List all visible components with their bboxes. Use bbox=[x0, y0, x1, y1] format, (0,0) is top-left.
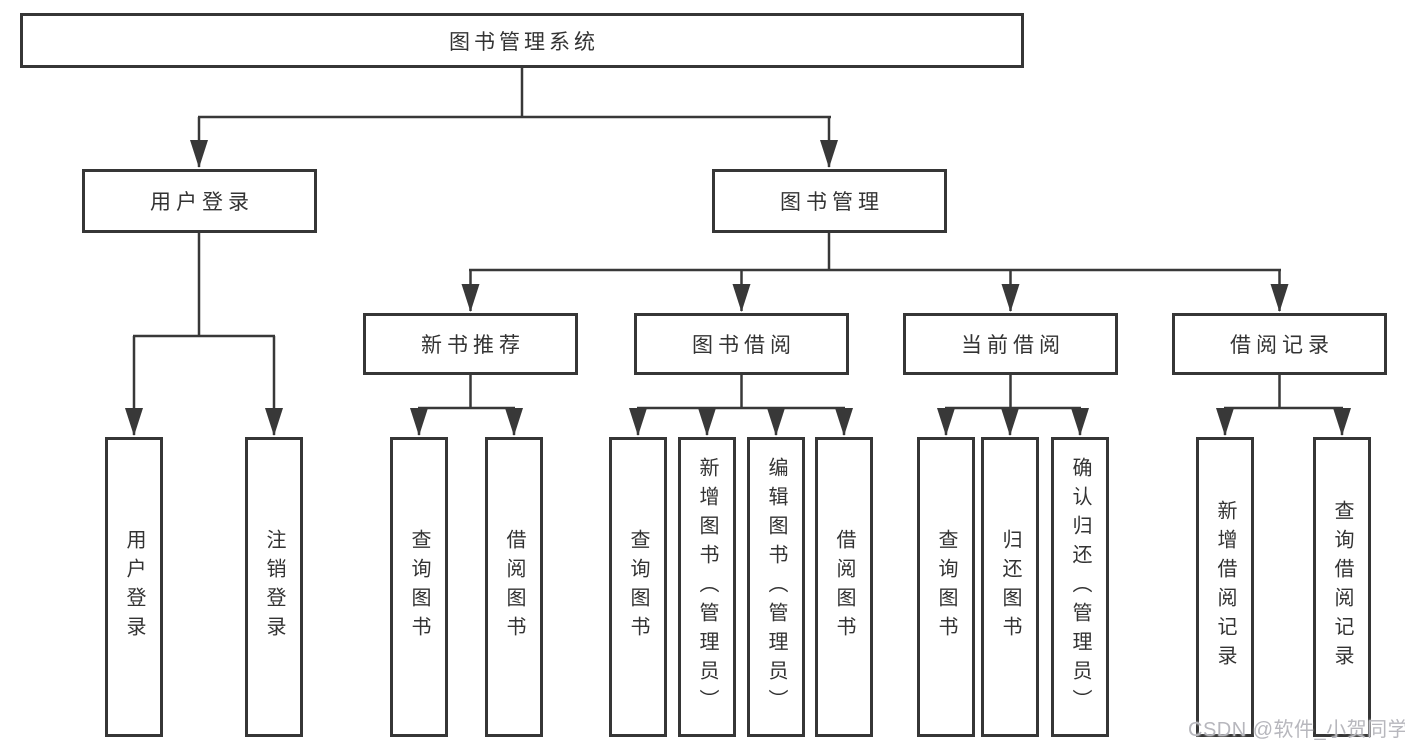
leaf-borrow-books: 借阅图书 bbox=[815, 437, 873, 737]
leaf-return-books: 归还图书 bbox=[981, 437, 1039, 737]
node-label: 图书管理 bbox=[780, 191, 884, 214]
node-book-borrow: 图书借阅 bbox=[634, 313, 849, 375]
leaf-logout: 注销登录 bbox=[245, 437, 303, 737]
node-label: 图书管理系统 bbox=[449, 30, 599, 54]
leaf-add-borrow-record: 新增借阅记录 bbox=[1196, 437, 1254, 737]
leaf-query-books-borrow: 查询图书 bbox=[609, 437, 667, 737]
node-user-login: 用户登录 bbox=[82, 169, 317, 233]
node-label: 借阅记录 bbox=[1230, 334, 1334, 357]
node-label: 查询图书 bbox=[935, 529, 957, 645]
node-current-borrow: 当前借阅 bbox=[903, 313, 1118, 375]
node-label: 编辑图书（管理员） bbox=[765, 456, 787, 718]
leaf-add-books-admin: 新增图书（管理员） bbox=[678, 437, 736, 737]
node-label: 查询借阅记录 bbox=[1331, 500, 1353, 674]
node-label: 新增借阅记录 bbox=[1214, 500, 1236, 674]
node-label: 确认归还（管理员） bbox=[1069, 456, 1091, 718]
node-label: 用户登录 bbox=[123, 529, 145, 645]
leaf-edit-books-admin: 编辑图书（管理员） bbox=[747, 437, 805, 737]
leaf-borrow-books-recommend: 借阅图书 bbox=[485, 437, 543, 737]
node-library-management-system: 图书管理系统 bbox=[20, 13, 1024, 68]
node-borrow-records: 借阅记录 bbox=[1172, 313, 1387, 375]
leaf-user-login: 用户登录 bbox=[105, 437, 163, 737]
csdn-watermark: CSDN @软件_小贺同学 bbox=[1188, 719, 1405, 741]
node-label: 查询图书 bbox=[408, 529, 430, 645]
node-label: 当前借阅 bbox=[961, 334, 1065, 357]
node-label: 查询图书 bbox=[627, 529, 649, 645]
node-label: 用户登录 bbox=[150, 191, 254, 214]
node-label: 归还图书 bbox=[999, 529, 1021, 645]
leaf-query-borrow-record: 查询借阅记录 bbox=[1313, 437, 1371, 737]
node-label: 注销登录 bbox=[263, 529, 285, 645]
node-book-management: 图书管理 bbox=[712, 169, 947, 233]
node-label: 新增图书（管理员） bbox=[696, 456, 718, 718]
node-new-book-recommend: 新书推荐 bbox=[363, 313, 578, 375]
node-label: 借阅图书 bbox=[503, 529, 525, 645]
node-label: 图书借阅 bbox=[692, 334, 796, 357]
node-label: 新书推荐 bbox=[421, 334, 525, 357]
leaf-query-books-recommend: 查询图书 bbox=[390, 437, 448, 737]
node-label: 借阅图书 bbox=[833, 529, 855, 645]
leaf-confirm-return-admin: 确认归还（管理员） bbox=[1051, 437, 1109, 737]
leaf-query-books-current: 查询图书 bbox=[917, 437, 975, 737]
